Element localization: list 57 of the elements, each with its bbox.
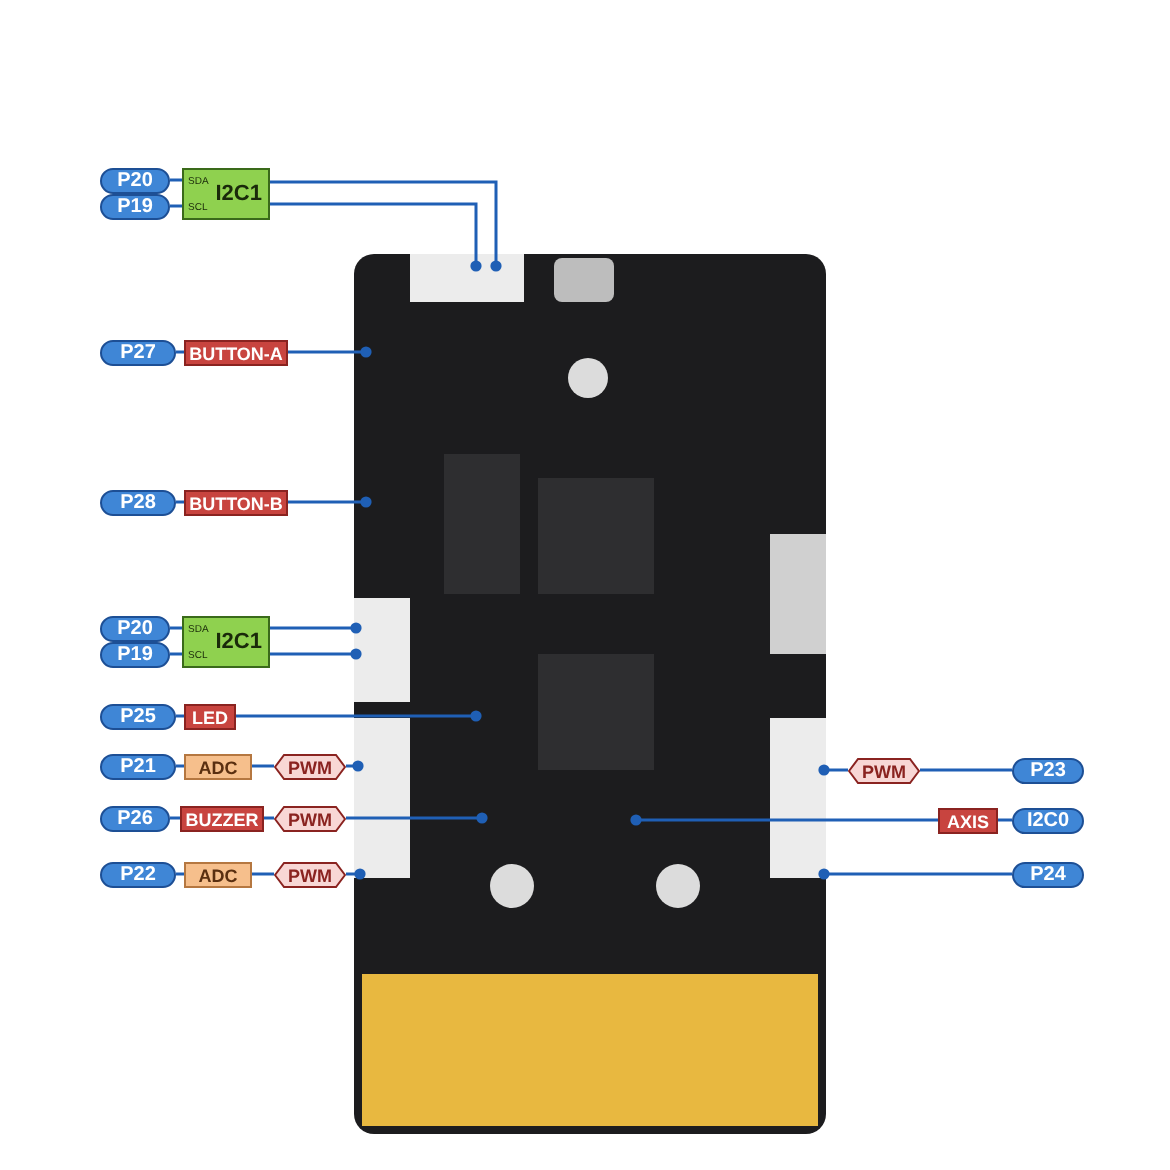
leader-line bbox=[252, 872, 274, 876]
leader-line bbox=[818, 764, 848, 776]
pin-label: I2C0 bbox=[1012, 808, 1084, 834]
pin-label: P20 bbox=[100, 168, 170, 194]
bus-tag bbox=[182, 168, 270, 220]
leader-line bbox=[998, 818, 1012, 822]
leader-line bbox=[920, 768, 1012, 772]
pin-label: P22 bbox=[100, 862, 176, 888]
pin-label: P23 bbox=[1012, 758, 1084, 784]
leader-line bbox=[288, 496, 372, 508]
leader-line bbox=[346, 812, 488, 824]
function-tag: LED bbox=[184, 704, 236, 730]
pin-label: P20 bbox=[100, 616, 170, 642]
leader-line bbox=[176, 872, 184, 876]
pin-label: P21 bbox=[100, 754, 176, 780]
leader-line bbox=[270, 180, 502, 272]
function-tag: BUTTON-A bbox=[184, 340, 288, 366]
leader-line bbox=[270, 202, 482, 272]
leader-line bbox=[176, 764, 184, 768]
leader-line bbox=[236, 710, 482, 722]
leader-line bbox=[176, 500, 184, 504]
function-tag: AXIS bbox=[938, 808, 998, 834]
pwm-tag: PWM bbox=[848, 758, 920, 784]
adc-tag: ADC bbox=[184, 754, 252, 780]
leader-line bbox=[176, 714, 184, 718]
pwm-tag: PWM bbox=[274, 862, 346, 888]
bus-label: I2C1 bbox=[215, 182, 262, 206]
leader-line bbox=[252, 764, 274, 768]
leader-line bbox=[264, 816, 274, 820]
leader-line bbox=[346, 868, 366, 880]
pin-label: P19 bbox=[100, 194, 170, 220]
pwm-tag: PWM bbox=[274, 754, 346, 780]
pin-label: P24 bbox=[1012, 862, 1084, 888]
leader-line bbox=[270, 622, 362, 634]
leader-line bbox=[630, 814, 938, 826]
leader-line bbox=[270, 648, 362, 660]
function-tag: BUZZER bbox=[180, 806, 264, 832]
adc-tag: ADC bbox=[184, 862, 252, 888]
picture bbox=[354, 254, 826, 1134]
leader-line bbox=[170, 178, 182, 182]
pwm-tag: PWM bbox=[274, 806, 346, 832]
leader-line bbox=[170, 626, 182, 630]
pin-label: P19 bbox=[100, 642, 170, 668]
leader-line bbox=[170, 204, 182, 208]
pin-label: P28 bbox=[100, 490, 176, 516]
leader-line bbox=[170, 652, 182, 656]
leader-line bbox=[170, 816, 180, 820]
leader-line bbox=[346, 760, 364, 772]
leader-line bbox=[176, 350, 184, 354]
function-tag: BUTTON-B bbox=[184, 490, 288, 516]
pin-label: P27 bbox=[100, 340, 176, 366]
leader-line bbox=[818, 868, 1012, 880]
pin-label: P25 bbox=[100, 704, 176, 730]
leader-line bbox=[288, 346, 372, 358]
bus-label: I2C1 bbox=[215, 630, 262, 654]
bus-tag bbox=[182, 616, 270, 668]
pin-label: P26 bbox=[100, 806, 170, 832]
